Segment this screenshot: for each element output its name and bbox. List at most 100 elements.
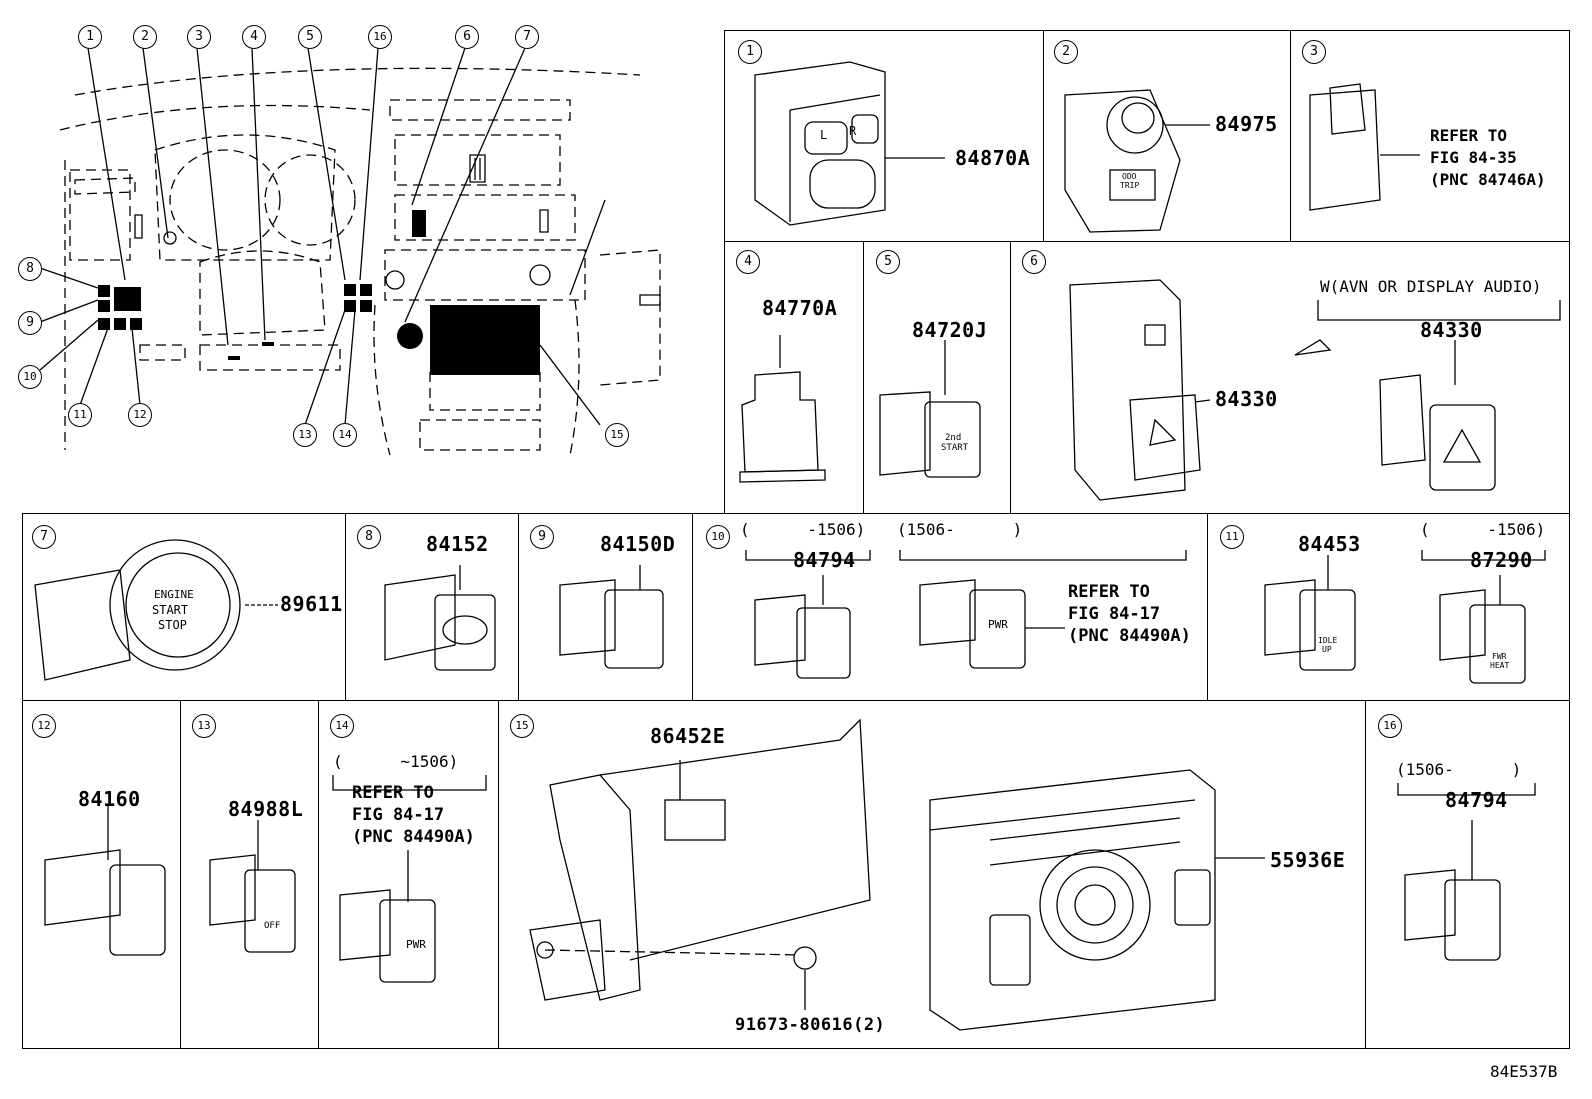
overview-solid-lines xyxy=(39,47,661,426)
date-range-a: ( -1506) xyxy=(740,520,866,539)
pwr-legend: PWR xyxy=(988,618,1008,631)
overview-callout-13: 13 xyxy=(293,423,317,447)
refer-line-2: FIG 84-35 xyxy=(1430,148,1517,167)
overview-switch-blocks xyxy=(98,210,540,375)
fw-heat-legend-1: FWR xyxy=(1492,652,1507,661)
cell-divider-v4 xyxy=(1010,241,1011,514)
overview-callout-4: 4 xyxy=(242,25,266,49)
overview-callout-14: 14 xyxy=(333,423,357,447)
refer-line-3: (PNC 84490A) xyxy=(352,827,475,847)
dashboard-overview-drawing xyxy=(59,67,661,456)
idle-up-legend-2: UP xyxy=(1322,645,1332,654)
cell-divider-r3d xyxy=(1365,700,1366,1049)
refer-line-3: (PNC 84746A) xyxy=(1430,170,1546,189)
part-number-84453: 84453 xyxy=(1298,532,1361,556)
part-number-84330-b: 84330 xyxy=(1420,318,1483,342)
overview-callout-1: 1 xyxy=(78,25,102,49)
cell-3-number: 3 xyxy=(1302,40,1326,64)
date-range-a: ( ~1506) xyxy=(333,752,459,771)
part-number-84975: 84975 xyxy=(1215,112,1278,136)
date-range-b: (1506- ) xyxy=(897,520,1023,539)
part-number-84794: 84794 xyxy=(1445,788,1508,812)
part-number-89611: 89611 xyxy=(280,592,343,616)
odo-trip-legend-bottom: TRIP xyxy=(1120,181,1140,190)
odo-trip-legend-top: ODO xyxy=(1122,172,1137,181)
part-number-87290: 87290 xyxy=(1470,548,1533,572)
cell-9-number: 9 xyxy=(530,525,554,549)
part-number-84988L: 84988L xyxy=(228,797,304,821)
part-number-84720J: 84720J xyxy=(912,318,988,342)
cell-2-number: 2 xyxy=(1054,40,1078,64)
overview-callout-9: 9 xyxy=(18,311,42,335)
second-start-legend-2: START xyxy=(941,443,969,453)
cell-15-number: 15 xyxy=(510,714,534,738)
cell-8-number: 8 xyxy=(357,525,381,549)
figure-id: 84E537B xyxy=(1490,1062,1558,1081)
part-number-84150D: 84150D xyxy=(600,532,676,556)
variant-note: W(AVN OR DISPLAY AUDIO) xyxy=(1320,277,1542,296)
cell-frame-1 xyxy=(724,30,1044,242)
overview-callout-15: 15 xyxy=(605,423,629,447)
date-range-a: ( -1506) xyxy=(1420,520,1546,539)
cell-divider-v3 xyxy=(863,241,864,514)
cell-14-number: 14 xyxy=(330,714,354,738)
overview-callout-8: 8 xyxy=(18,257,42,281)
cell-16-number: 16 xyxy=(1378,714,1402,738)
cell-divider-v1 xyxy=(1043,30,1044,242)
cell-13-number: 13 xyxy=(192,714,216,738)
cell-12-number: 12 xyxy=(32,714,56,738)
cell-row3 xyxy=(22,700,1570,1049)
cell-10-number: 10 xyxy=(706,525,730,549)
refer-line-1: REFER TO xyxy=(1068,582,1150,602)
overview-callout-11: 11 xyxy=(68,403,92,427)
overview-callout-10: 10 xyxy=(18,365,42,389)
engine-start-legend-3: STOP xyxy=(158,618,187,632)
part-number-84160: 84160 xyxy=(78,787,141,811)
cell-6-number: 6 xyxy=(1022,250,1046,274)
date-range-a: (1506- ) xyxy=(1396,760,1522,779)
mirror-switch-legend-l: L xyxy=(820,128,828,142)
refer-line-2: FIG 84-17 xyxy=(352,805,445,825)
part-number-84330-a: 84330 xyxy=(1215,387,1278,411)
part-number-84770A: 84770A xyxy=(762,296,838,320)
cell-7-number: 7 xyxy=(32,525,56,549)
refer-line-2: FIG 84-17 xyxy=(1068,604,1161,624)
cell-divider-r2b xyxy=(518,513,519,701)
cell-divider-r2d xyxy=(1207,513,1208,701)
cell-divider-r3b xyxy=(318,700,319,1049)
refer-line-1: REFER TO xyxy=(352,783,434,803)
fw-heat-legend-2: HEAT xyxy=(1490,661,1510,670)
overview-callout-5: 5 xyxy=(298,25,322,49)
overview-callout-6: 6 xyxy=(455,25,479,49)
part-number-84152: 84152 xyxy=(426,532,489,556)
cell-divider-h1 xyxy=(724,241,1570,242)
cell-4-number: 4 xyxy=(736,250,760,274)
overview-callout-3: 3 xyxy=(187,25,211,49)
part-number-86452E: 86452E xyxy=(650,724,726,748)
cell-divider-r2a xyxy=(345,513,346,701)
part-number-55936E: 55936E xyxy=(1270,848,1346,872)
mirror-switch-legend-r: R xyxy=(849,124,857,138)
refer-line-3: (PNC 84490A) xyxy=(1068,626,1191,646)
cell-detail-lines xyxy=(34,61,1561,1031)
part-number-84794: 84794 xyxy=(793,548,856,572)
refer-line-1: REFER TO xyxy=(1430,126,1508,145)
engine-start-legend-2: START xyxy=(152,603,189,617)
cell-divider-v2 xyxy=(1290,30,1291,242)
part-number-84870A: 84870A xyxy=(955,146,1031,170)
overview-callout-2: 2 xyxy=(133,25,157,49)
overview-callout-12: 12 xyxy=(128,403,152,427)
pwr-legend: PWR xyxy=(406,938,426,951)
cell-1-number: 1 xyxy=(738,40,762,64)
overview-callout-16: 16 xyxy=(368,25,392,49)
second-start-legend-1: 2nd xyxy=(945,433,962,443)
idle-up-legend-1: IDLE xyxy=(1318,636,1338,645)
cell-divider-r2c xyxy=(692,513,693,701)
cell-5-number: 5 xyxy=(876,250,900,274)
cell-divider-r3a xyxy=(180,700,181,1049)
cell-11-number: 11 xyxy=(1220,525,1244,549)
part-number-91673-80616: 91673-80616(2) xyxy=(735,1015,886,1035)
engine-start-legend-1: ENGINE xyxy=(154,588,194,601)
